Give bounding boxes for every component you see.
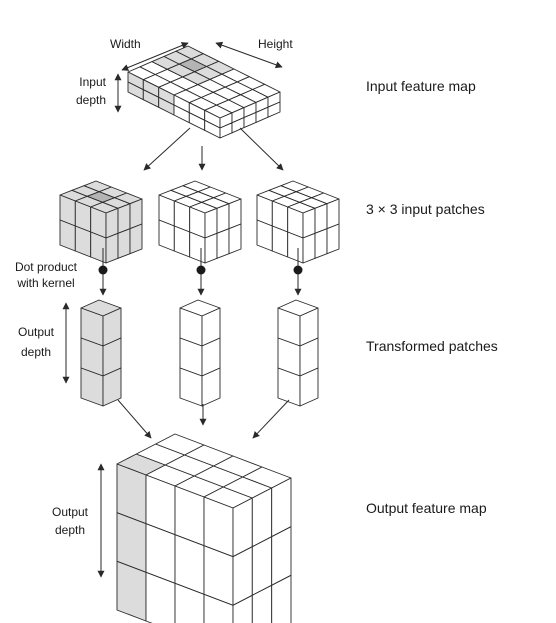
width-arrow: [121, 42, 189, 71]
arrow-input-to-patch-left: [143, 127, 191, 171]
arrow-input-to-patch-right: [239, 127, 284, 171]
stage-label-output-feature-map: Output feature map: [366, 500, 487, 516]
input-patch-middle: [158, 180, 242, 264]
input-side-cell: [267, 101, 281, 118]
patch-side-cell: [117, 203, 131, 234]
stage-label-input-feature-map: Input feature map: [366, 78, 476, 94]
patch-side-cell: [117, 228, 131, 259]
dot-product-label-line1: Dot product: [15, 260, 78, 274]
patch-side-cell: [216, 203, 230, 234]
patch-side-cell: [302, 232, 316, 264]
patch-front-cell: [158, 219, 175, 252]
input-feature-map-block: [127, 45, 281, 139]
output-side-cell: [232, 594, 253, 623]
transformed-patch-highlighted: [80, 299, 122, 407]
output-feature-map-block: [116, 433, 292, 623]
dot-product-label-line2: with kernel: [16, 276, 74, 290]
output-depth-large-label-line2: depth: [55, 523, 85, 537]
patch-front-cell: [74, 225, 92, 258]
output-front-cell: [203, 593, 234, 623]
stage-label-transformed-patches: Transformed patches: [366, 338, 498, 354]
transformed-patch-middle: [179, 299, 221, 407]
height-arrow: [215, 41, 283, 69]
input-patch-right: [256, 180, 340, 264]
input-depth-label-line2: depth: [76, 93, 106, 107]
patch-front-cell: [59, 219, 76, 252]
output-depth-small-label-line1: Output: [18, 325, 55, 339]
patch-front-cell: [256, 219, 273, 252]
dot-product-marker-left: [98, 265, 108, 275]
patch-side-cell: [228, 223, 242, 255]
column-side-cell: [299, 367, 319, 407]
arrow-column-to-output-right: [252, 399, 290, 439]
patch-front-cell: [173, 225, 191, 258]
output-side-cell: [251, 584, 273, 623]
column-side-cell: [201, 367, 221, 407]
output-front-cell: [145, 571, 176, 623]
transformed-patch-right: [277, 299, 319, 407]
output-front-cell: [116, 560, 147, 622]
patch-side-cell: [204, 232, 218, 264]
dot-product-markers: [98, 265, 303, 275]
input-depth-label-line1: Input: [79, 75, 106, 89]
patch-front-cell: [189, 231, 206, 264]
stage-label-input-patches: 3 × 3 input patches: [366, 201, 485, 217]
output-side-cell: [271, 574, 292, 623]
input-patch-highlighted: [59, 180, 143, 264]
column-side-cell: [102, 367, 122, 407]
height-label: Height: [258, 37, 293, 51]
dot-product-marker-middle: [196, 265, 206, 275]
patch-side-cell: [314, 228, 328, 259]
arrow-column-to-output-left: [117, 399, 152, 439]
width-label: Width: [110, 37, 141, 51]
patch-front-cell: [271, 225, 289, 258]
patch-side-cell: [216, 228, 230, 259]
dot-product-marker-right: [293, 265, 303, 275]
patch-side-cell: [105, 232, 119, 264]
output-depth-large-label-line1: Output: [52, 505, 89, 519]
patch-side-cell: [314, 203, 328, 234]
patch-front-cell: [287, 231, 304, 264]
patch-side-cell: [326, 223, 340, 255]
output-depth-small-label-line2: depth: [21, 345, 51, 359]
patch-front-cell: [90, 231, 107, 264]
output-front-cell: [174, 582, 205, 623]
patch-side-cell: [129, 223, 143, 255]
